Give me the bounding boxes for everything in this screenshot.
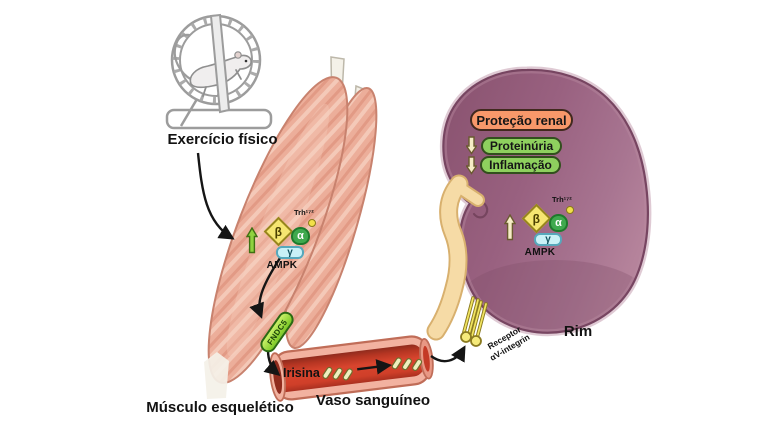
exercise-label: Exercício físico	[167, 131, 278, 148]
ampk-beta-subunit: β	[521, 203, 552, 234]
ampk-label: AMPK	[524, 247, 556, 258]
proteinuria-badge: Proteinúria	[481, 137, 562, 155]
flow-arrow	[357, 359, 393, 375]
integrin-receptor-icon	[460, 296, 488, 347]
vessel-label: Vaso sanguíneo	[315, 392, 431, 409]
renal-protection-badge: Proteção renal	[470, 109, 573, 131]
phospho-site-label: Trh¹⁷²	[552, 195, 572, 204]
ampk-beta-subunit: β	[263, 216, 294, 247]
phosphate-dot-icon	[308, 219, 316, 227]
beta-letter: β	[532, 211, 541, 226]
arrow-ampk-to-fndc5	[249, 257, 282, 319]
ampk-gamma-subunit: γ	[534, 233, 562, 246]
ampk-alpha-subunit: α	[291, 227, 310, 245]
down-arrow-icon	[466, 156, 477, 175]
inflammation-badge: Inflamação	[480, 156, 561, 174]
down-arrow-icon	[466, 136, 477, 155]
kidney-label: Rim	[563, 323, 593, 340]
arrow-vessel-to-receptor	[430, 345, 466, 363]
ureter-illustration	[426, 174, 485, 341]
ampk-alpha-subunit: α	[549, 214, 568, 232]
phospho-site-label: Trh¹⁷²	[294, 208, 314, 217]
ampk-label: AMPK	[266, 260, 298, 271]
ampk-complex-muscle: β α γ Trh¹⁷² AMPK	[242, 208, 322, 274]
up-arrow-icon	[504, 214, 516, 241]
muscle-label: Músculo esquelético	[146, 399, 294, 416]
ampk-complex-kidney: β α γ Trh¹⁷² AMPK	[500, 195, 580, 261]
phosphate-dot-icon	[566, 206, 574, 214]
beta-letter: β	[274, 224, 283, 239]
running-wheel-icon	[165, 13, 273, 130]
ampk-gamma-subunit: γ	[276, 246, 304, 259]
irisin-particles	[322, 357, 423, 381]
up-arrow-icon	[246, 227, 258, 254]
arrow-exercise-to-ampk	[196, 152, 235, 240]
irisin-label: Irisina	[283, 366, 320, 380]
